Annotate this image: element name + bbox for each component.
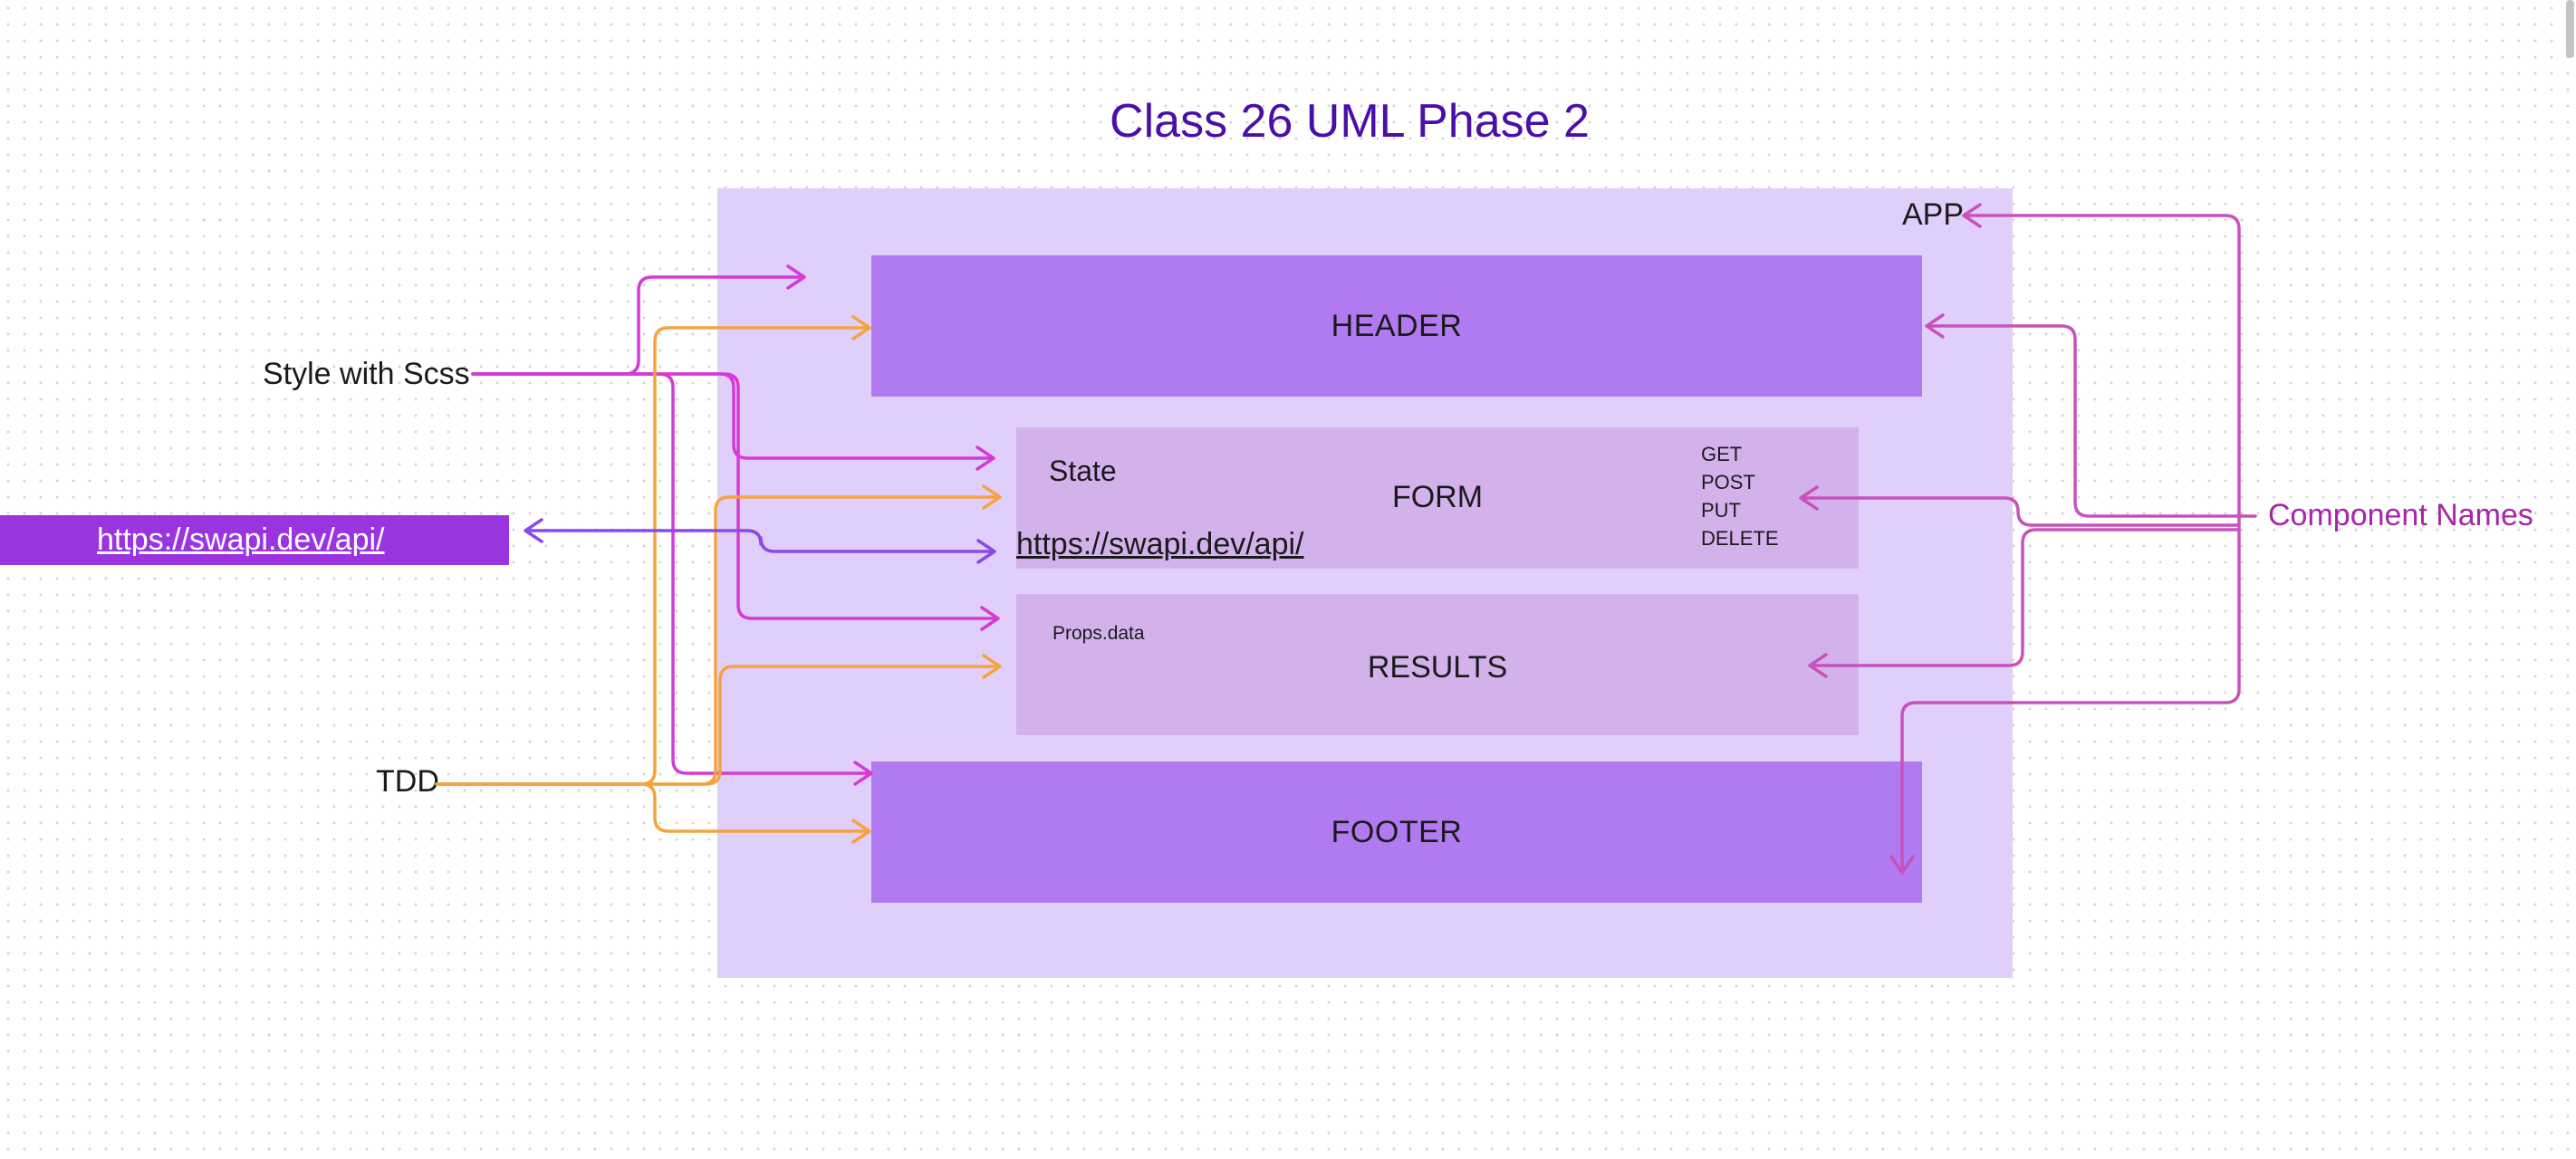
component-names-to-app-arrow [1962,203,2241,518]
header-component[interactable]: HEADER [871,255,1922,397]
props-data-label: Props.data [1053,623,1145,644]
diagram-title: Class 26 UML Phase 2 [1110,95,1590,148]
state-label: State [1049,455,1117,487]
form-api-url-link[interactable]: https://swapi.dev/api/ [1016,527,1304,561]
results-component[interactable]: RESULTS Props.data [1016,594,1859,735]
component-name-arrows [1799,203,2257,875]
method-post: POST [1701,471,1755,493]
method-get: GET [1701,443,1743,465]
scss-to-app-arrow [471,264,806,376]
method-put: PUT [1701,499,1741,522]
scss-to-form-arrow [471,372,995,471]
footer-label: FOOTER [1331,814,1463,849]
tdd-to-footer-arrow [435,782,871,844]
http-methods-list: GET POST PUT DELETE [1701,440,1779,552]
vertical-scrollbar[interactable] [2566,0,2574,58]
header-label: HEADER [1331,308,1463,343]
form-label: FORM [1391,480,1484,514]
tdd-arrows [435,315,1002,844]
api-url-bidirectional-arrow [524,518,996,564]
component-names-label[interactable]: Component Names [2268,498,2533,532]
scss-to-results-arrow [471,372,1000,631]
form-component[interactable]: FORM State https://swapi.dev/api/ GET PO… [1016,427,1859,569]
style-with-scss-label[interactable]: Style with Scss [263,357,470,391]
component-names-to-results-arrow [1808,528,2241,678]
tdd-to-results-arrow [435,654,1002,786]
scss-to-footer-arrow [471,372,873,786]
tdd-label[interactable]: TDD [376,764,439,799]
app-label: APP [1902,197,1965,232]
footer-component[interactable]: FOOTER [871,761,1922,903]
api-arrow [524,518,996,564]
api-url-link[interactable]: https://swapi.dev/api/ [97,522,385,557]
component-names-to-form-arrow [1799,485,2241,527]
component-names-to-footer-arrow [1889,514,2241,875]
method-delete: DELETE [1701,527,1779,550]
component-names-to-header-arrow [1925,313,2241,518]
scss-arrows [471,264,1000,786]
api-url-banner[interactable]: https://swapi.dev/api/ [0,515,509,565]
results-label: RESULTS [1367,650,1508,685]
